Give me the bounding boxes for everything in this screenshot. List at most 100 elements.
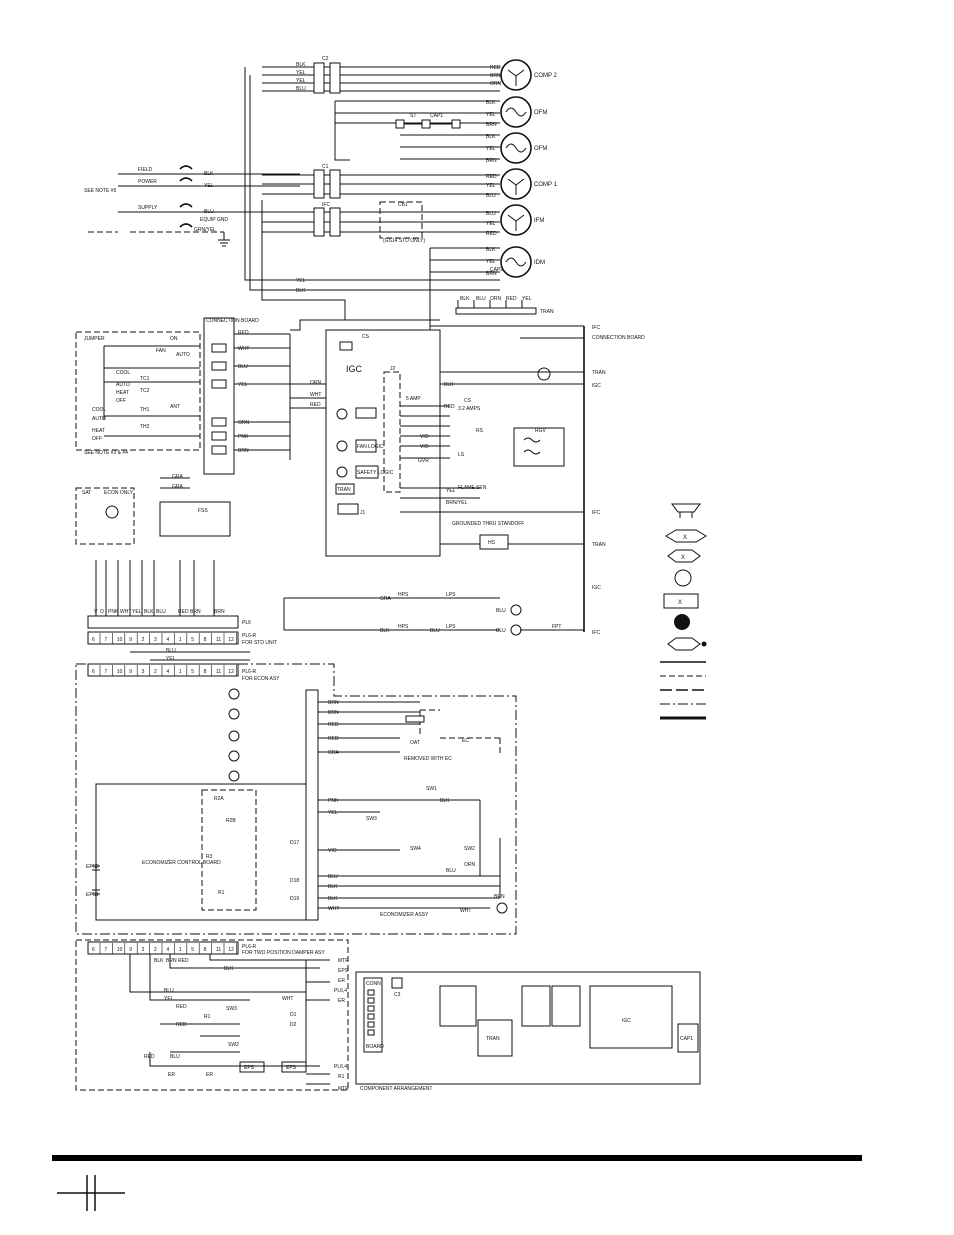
svg-text:J1: J1 — [360, 510, 366, 516]
svg-text:BLK: BLK — [296, 62, 306, 68]
svg-text:CAP1: CAP1 — [430, 113, 443, 119]
svg-text:BLK: BLK — [486, 100, 496, 106]
econ-pin-number: 1 — [179, 669, 182, 675]
pl6-pin-number: 5 — [191, 637, 194, 643]
svg-text:YEL: YEL — [522, 296, 532, 302]
svg-text:YEL: YEL — [166, 656, 176, 662]
damper-pin-number: 2 — [154, 947, 157, 953]
svg-text:D17: D17 — [290, 840, 299, 846]
svg-text:EPS: EPS — [286, 1065, 297, 1071]
svg-text:TRAN: TRAN — [592, 542, 606, 548]
svg-text:SAT: SAT — [82, 490, 91, 496]
svg-text:BLK: BLK — [154, 958, 164, 964]
svg-text:PNK: PNK — [108, 609, 119, 615]
svg-text:RED: RED — [328, 736, 339, 742]
svg-text:BLU: BLU — [328, 874, 338, 880]
svg-text:C3: C3 — [394, 992, 401, 998]
svg-text:IFC: IFC — [322, 202, 330, 208]
svg-text:OFM: OFM — [534, 146, 547, 152]
svg-text:PL6-R: PL6-R — [242, 633, 257, 639]
pl6-pin-number: 7 — [104, 637, 107, 643]
svg-text:TRAN: TRAN — [592, 370, 606, 376]
svg-text:GRA: GRA — [328, 750, 340, 756]
svg-text:COMP 2: COMP 2 — [534, 73, 558, 79]
svg-text:R2A: R2A — [214, 796, 224, 802]
svg-text:ECONOMIZER CONTROL BOARD: ECONOMIZER CONTROL BOARD — [142, 860, 221, 866]
svg-text:CS: CS — [362, 334, 370, 340]
damper-pin-number: 9 — [129, 947, 132, 953]
damper-pin-number: 4 — [166, 947, 169, 953]
econ-pin-number: 5 — [191, 669, 194, 675]
svg-text:CS: CS — [464, 398, 472, 404]
svg-text:BLK: BLK — [460, 296, 470, 302]
damper-pin-number: 5 — [191, 947, 194, 953]
pl6-pin-number: 3 — [154, 637, 157, 643]
svg-text:R3: R3 — [206, 854, 213, 860]
svg-text:D1: D1 — [290, 1012, 297, 1018]
svg-text:FSS: FSS — [198, 508, 208, 514]
svg-text:LPS: LPS — [446, 624, 456, 630]
svg-text:BLK: BLK — [144, 609, 154, 615]
svg-text:RED: RED — [328, 722, 339, 728]
svg-text:BLK: BLK — [328, 896, 338, 902]
damper-pin-number: 7 — [104, 947, 107, 953]
svg-text:HPS: HPS — [398, 624, 409, 630]
svg-text:JUMPER: JUMPER — [84, 336, 105, 342]
svg-text:HS: HS — [488, 540, 496, 546]
svg-text:BLU: BLU — [496, 608, 506, 614]
svg-text:ER: ER — [206, 1072, 213, 1078]
svg-text:EPS1: EPS1 — [86, 892, 99, 898]
pl6-pin-number: 2 — [142, 637, 145, 643]
svg-text:D2: D2 — [290, 1022, 297, 1028]
right-bus: IFC CONNECTION BOARD TRAN IGC IFC TRAN I… — [430, 325, 645, 636]
capacitor-cap2: CAP2 — [490, 267, 503, 273]
svg-text:ER: ER — [338, 978, 345, 984]
svg-text:VIO: VIO — [420, 434, 429, 440]
svg-text:IGC: IGC — [592, 585, 601, 591]
svg-text:CAP1: CAP1 — [680, 1036, 693, 1042]
svg-text:RS: RS — [476, 428, 484, 434]
motor-ifm: IFM — [500, 204, 544, 236]
damper-pin-number: 6 — [92, 947, 95, 953]
svg-text:BRN: BRN — [166, 958, 177, 964]
svg-text:D18: D18 — [290, 878, 299, 884]
svg-text:BLU: BLU — [296, 86, 306, 92]
svg-text:PNK: PNK — [238, 434, 249, 440]
svg-text:IFM: IFM — [534, 218, 544, 224]
svg-text:BRN: BRN — [486, 122, 497, 128]
pl6-pin-number: 10 — [117, 637, 123, 643]
svg-text:FAN: FAN — [156, 348, 166, 354]
damper-pin-number: 11 — [216, 947, 221, 953]
svg-text:BLK: BLK — [444, 382, 454, 388]
svg-text:BLU: BLU — [204, 209, 214, 215]
svg-text:YEL: YEL — [296, 78, 306, 84]
svg-text:WHT: WHT — [238, 346, 249, 352]
svg-text:C2: C2 — [322, 56, 329, 62]
svg-text:5 AMP: 5 AMP — [406, 396, 421, 402]
svg-text:GROUNDED THRU STANDOFF: GROUNDED THRU STANDOFF — [452, 521, 524, 527]
svg-text:D19: D19 — [290, 896, 299, 902]
svg-text:BLU: BLU — [170, 1054, 180, 1060]
svg-text:ORN: ORN — [238, 420, 250, 426]
svg-text:TC2: TC2 — [140, 388, 150, 394]
svg-text:EQUIP GND: EQUIP GND — [200, 217, 228, 223]
svg-text:BLU: BLU — [164, 988, 174, 994]
svg-text:BRN: BRN — [238, 448, 249, 454]
svg-text:BOARD: BOARD — [366, 1044, 384, 1050]
rgv-relay: RGV — [513, 427, 565, 467]
svg-text:ECON ONLY: ECON ONLY — [104, 490, 134, 496]
svg-text:MTR: MTR — [338, 1086, 349, 1092]
svg-text:RED: RED — [310, 402, 321, 408]
motor-comp2: COMP 2 — [500, 59, 558, 91]
svg-text:WHT: WHT — [310, 392, 321, 398]
svg-text:BLK: BLK — [204, 171, 214, 177]
svg-text:YEL: YEL — [132, 609, 142, 615]
svg-text:WHT: WHT — [120, 609, 131, 615]
svg-text:RGV: RGV — [535, 428, 547, 434]
damper-pin-number: 1 — [179, 947, 182, 953]
svg-text:BRN/YEL: BRN/YEL — [446, 500, 468, 506]
svg-text:IFC: IFC — [592, 325, 600, 331]
svg-text:X: X — [681, 555, 685, 561]
svg-text:OAT: OAT — [410, 740, 420, 746]
svg-text:ORN: ORN — [490, 296, 502, 302]
